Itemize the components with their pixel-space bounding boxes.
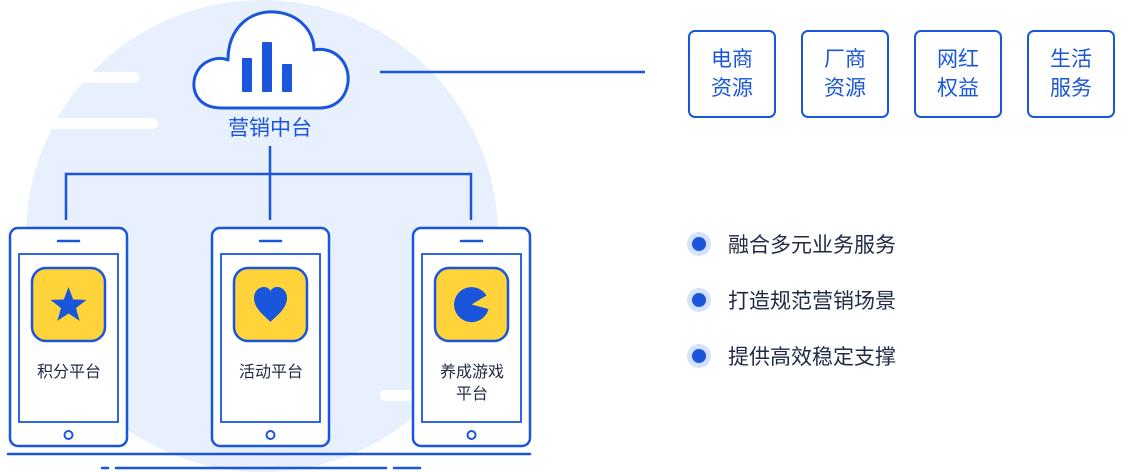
phone-points (8, 226, 129, 448)
cloud-icon (192, 10, 350, 110)
phone-activity (210, 226, 331, 448)
resource-vendor: 厂商 资源 (801, 30, 889, 118)
feature-label: 提供高效稳定支撑 (728, 345, 896, 369)
tree-connectors (64, 146, 473, 220)
pacman-icon (454, 287, 489, 323)
feature-item: 融合多元业务服务 (688, 216, 896, 272)
platform-label-points: 积分平台 (36, 362, 101, 381)
resource-label: 厂商 资源 (824, 47, 866, 100)
platform-label-activity: 活动平台 (238, 362, 303, 381)
platform-label-game: 养成游戏 平台 (439, 362, 504, 403)
chart-bar-3 (282, 64, 292, 92)
feature-item: 打造规范营销场景 (688, 272, 896, 328)
resource-label: 网红 权益 (937, 47, 979, 100)
feature-label: 融合多元业务服务 (728, 233, 896, 257)
heart-icon (254, 287, 287, 322)
feature-item: 提供高效稳定支撑 (688, 328, 896, 384)
cloud-label: 营销中台 (228, 116, 312, 140)
chart-bar-2 (262, 42, 272, 92)
resource-label: 电商 资源 (711, 47, 753, 100)
resource-ecommerce: 电商 资源 (688, 30, 776, 118)
star-icon (50, 287, 87, 321)
feature-list: 融合多元业务服务 打造规范营销场景 提供高效稳定支撑 (688, 216, 896, 384)
resource-influencer: 网红 权益 (914, 30, 1002, 118)
ground-line (6, 452, 532, 470)
chart-bar-1 (242, 58, 252, 92)
phone-game (411, 226, 532, 448)
feature-label: 打造规范营销场景 (728, 289, 896, 313)
resource-lifestyle: 生活 服务 (1027, 30, 1115, 118)
bullet-dot-icon (692, 293, 706, 307)
bullet-dot-icon (692, 349, 706, 363)
bullet-dot-icon (692, 237, 706, 251)
resource-label: 生活 服务 (1050, 47, 1092, 100)
